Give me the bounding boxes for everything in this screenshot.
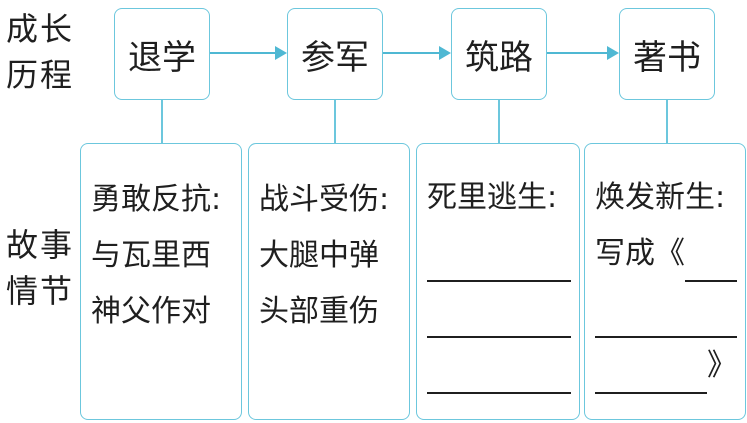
book-title-blank-3[interactable] (595, 358, 707, 394)
story-4-close-bracket: 》 (707, 348, 737, 383)
story-4-line-1: 焕发新生: (595, 180, 726, 215)
connector-4 (666, 100, 668, 144)
answer-blank-1[interactable] (427, 226, 571, 282)
connector-3 (498, 100, 500, 144)
story-1-line-1: 勇敢反抗: (91, 182, 222, 217)
stage-join-army: 参军 (287, 8, 383, 100)
arrow-3 (547, 46, 619, 60)
story-box-1: 勇敢反抗: 与瓦里西 神父作对 (80, 143, 242, 420)
story-box-3: 死里逃生: (416, 143, 580, 420)
answer-blank-3[interactable] (427, 338, 571, 394)
book-title-row-2 (595, 282, 737, 338)
story-box-4: 焕发新生: 写成《 》 (584, 143, 746, 420)
growth-label-line2: 历程 (6, 56, 75, 94)
story-label: 故事 情节 (6, 222, 74, 314)
story-2-line-2: 大腿中弹 (259, 238, 379, 273)
book-title-row-1: 写成《 (595, 226, 737, 282)
story-2-line-1: 战斗受伤: (259, 182, 390, 217)
growth-label: 成长 历程 (6, 6, 74, 98)
story-4-open-bracket: 写成《 (595, 236, 685, 271)
book-title-blank-2[interactable] (595, 302, 737, 338)
story-3-line-1: 死里逃生: (427, 180, 558, 215)
story-1-line-2: 与瓦里西 (91, 238, 211, 273)
connector-2 (334, 100, 336, 144)
story-label-line2: 情节 (6, 272, 75, 310)
arrow-1 (210, 46, 287, 60)
story-label-line1: 故事 (6, 226, 75, 264)
growth-label-line1: 成长 (6, 10, 75, 48)
connector-1 (161, 100, 163, 144)
arrow-2 (383, 46, 451, 60)
stage-write-book: 著书 (619, 8, 715, 100)
book-title-row-3: 》 (595, 338, 737, 394)
stage-quit-school: 退学 (114, 8, 210, 100)
stage-build-road: 筑路 (451, 8, 547, 100)
story-1-line-3: 神父作对 (91, 294, 211, 329)
book-title-blank-1[interactable] (685, 246, 737, 282)
story-2-line-3: 头部重伤 (259, 294, 379, 329)
story-box-2: 战斗受伤: 大腿中弹 头部重伤 (248, 143, 410, 420)
answer-blank-2[interactable] (427, 282, 571, 338)
